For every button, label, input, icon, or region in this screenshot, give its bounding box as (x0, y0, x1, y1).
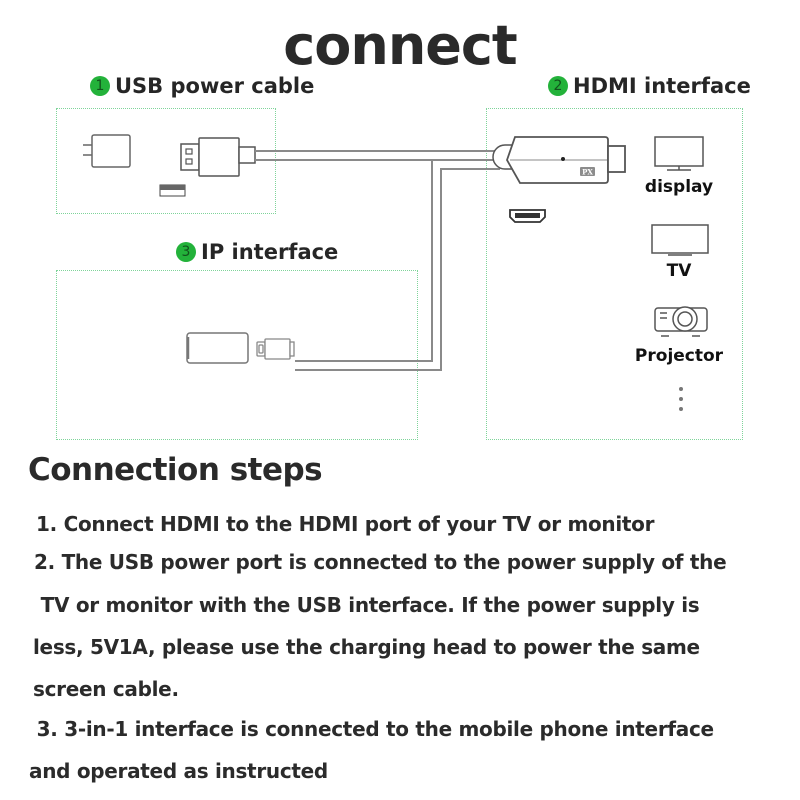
monitor-icon (654, 136, 704, 171)
page-title: connect (283, 14, 517, 77)
lightning-connector-icon (256, 338, 295, 360)
step-badge-1: 1 (90, 76, 110, 96)
hdmi-section-title: HDMI interface (573, 74, 751, 98)
cable-lines (255, 150, 500, 371)
hdmi-section-box (486, 108, 743, 440)
usb-plug-icon (180, 137, 256, 177)
connection-steps-title: Connection steps (28, 452, 323, 488)
step-line-6: 3. 3-in-1 interface is connected to the … (30, 717, 714, 741)
device-label-projector: Projector (634, 346, 724, 366)
more-devices-icon (679, 387, 683, 411)
step-line-3: TV or monitor with the USB interface. If… (34, 593, 700, 617)
hdmi-adapter-icon: PX (492, 136, 626, 184)
tv-icon (651, 224, 709, 256)
phone-icon (186, 332, 249, 364)
step-line-4: less, 5V1A, please use the charging head… (33, 635, 700, 659)
step-line-1: 1. Connect HDMI to the HDMI port of your… (36, 512, 655, 536)
device-label-tv: TV (666, 261, 692, 281)
step-line-7: and operated as instructed (29, 759, 328, 783)
device-label-display: display (644, 177, 714, 197)
power-adapter-icon (83, 134, 131, 168)
usb-power-cable-label: 1 USB power cable (90, 74, 314, 98)
ip-section-box (56, 270, 418, 440)
step-badge-3: 3 (176, 242, 196, 262)
usb-port-icon (159, 184, 186, 197)
step-badge-2: 2 (548, 76, 568, 96)
connection-diagram: PX (83, 134, 709, 411)
hdmi-interface-label: 2 HDMI interface (548, 74, 751, 98)
usb-section-title: USB power cable (115, 74, 315, 98)
ip-interface-label: 3 IP interface (176, 240, 338, 264)
step-line-2: 2. The USB power port is connected to th… (34, 550, 727, 574)
projector-icon (654, 306, 708, 337)
step-line-5: screen cable. (33, 677, 179, 701)
ip-section-title: IP interface (201, 240, 339, 264)
hdmi-port-icon (509, 209, 546, 223)
adapter-brand: PX (582, 168, 593, 177)
